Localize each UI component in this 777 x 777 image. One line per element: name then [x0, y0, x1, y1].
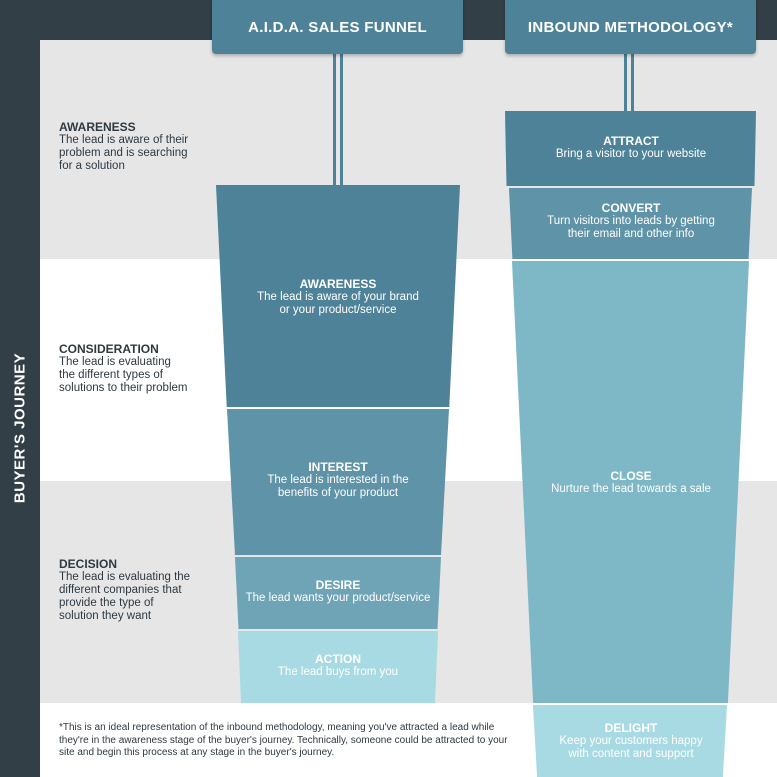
- inbound-stage-description: Nurture the lead towards a sale: [551, 483, 711, 495]
- aida-header: A.I.D.A. SALES FUNNEL: [212, 0, 463, 54]
- aida-awareness-text: AWARENESS The lead is aware of your bran…: [230, 278, 446, 317]
- aida-stage-description: The lead buys from you: [277, 666, 399, 678]
- inbound-delight-text: DELIGHT Keep your customers happy with c…: [511, 722, 751, 761]
- aida-connector-right: [340, 54, 343, 186]
- inbound-close-text: CLOSE Nurture the lead towards a sale: [511, 470, 751, 496]
- aida-stage-title: ACTION: [315, 652, 361, 666]
- aida-stage-action: [238, 631, 438, 703]
- inbound-stage-delight: [533, 705, 727, 777]
- aida-connector-left: [333, 54, 336, 186]
- aida-stage-description: The lead is aware of your brand or your …: [257, 291, 419, 316]
- buyers-journey-sidebar: BUYER'S JOURNEY: [0, 40, 40, 777]
- aida-desire-text: DESIRE The lead wants your product/servi…: [230, 579, 446, 605]
- aida-stage-interest: [227, 409, 449, 555]
- inbound-stage-title: CONVERT: [601, 201, 661, 215]
- aida-stage-awareness: [216, 185, 460, 407]
- journey-stage-description: The lead is aware of their problem and i…: [59, 134, 189, 172]
- buyers-journey-label: BUYER'S JOURNEY: [11, 352, 29, 504]
- inbound-stage-close: [512, 261, 749, 703]
- aida-stage-title: DESIRE: [315, 578, 361, 592]
- aida-stage-description: The lead is interested in the benefits o…: [267, 474, 409, 499]
- journey-stage-title: AWARENESS: [59, 120, 136, 134]
- inbound-attract-text: ATTRACT Bring a visitor to your website: [511, 135, 751, 161]
- inbound-stage-convert: [509, 188, 752, 259]
- inbound-stage-title: DELIGHT: [604, 721, 658, 735]
- journey-stage-awareness: AWARENESS The lead is aware of their pro…: [59, 121, 219, 173]
- aida-stage-desire: [235, 557, 441, 629]
- inbound-stage-title: ATTRACT: [603, 134, 659, 148]
- journey-stage-title: CONSIDERATION: [59, 342, 159, 356]
- aida-stage-title: INTEREST: [308, 460, 368, 474]
- aida-action-text: ACTION The lead buys from you: [230, 653, 446, 679]
- journey-stage-description: The lead is evaluating the different com…: [59, 571, 191, 622]
- aida-stage-description: The lead wants your product/service: [245, 592, 431, 604]
- inbound-stage-description: Keep your customers happy with content a…: [559, 735, 703, 760]
- footnote: *This is an ideal representation of the …: [59, 722, 508, 758]
- inbound-stage-description: Turn visitors into leads by getting thei…: [547, 215, 715, 240]
- journey-stage-title: DECISION: [59, 557, 118, 571]
- inbound-header: INBOUND METHODOLOGY*: [505, 0, 756, 54]
- journey-stage-decision: DECISION The lead is evaluating the diff…: [59, 558, 219, 623]
- inbound-connector-right: [631, 54, 634, 112]
- aida-stage-title: AWARENESS: [299, 277, 377, 291]
- inbound-stage-attract: [505, 111, 756, 186]
- inbound-stage-title: CLOSE: [610, 469, 652, 483]
- inbound-connector-left: [624, 54, 627, 112]
- journey-stage-description: The lead is evaluating the different typ…: [59, 356, 188, 394]
- inbound-convert-text: CONVERT Turn visitors into leads by gett…: [511, 202, 751, 241]
- aida-interest-text: INTEREST The lead is interested in the b…: [230, 461, 446, 500]
- journey-stage-consideration: CONSIDERATION The lead is evaluating the…: [59, 343, 219, 395]
- inbound-stage-description: Bring a visitor to your website: [555, 148, 707, 160]
